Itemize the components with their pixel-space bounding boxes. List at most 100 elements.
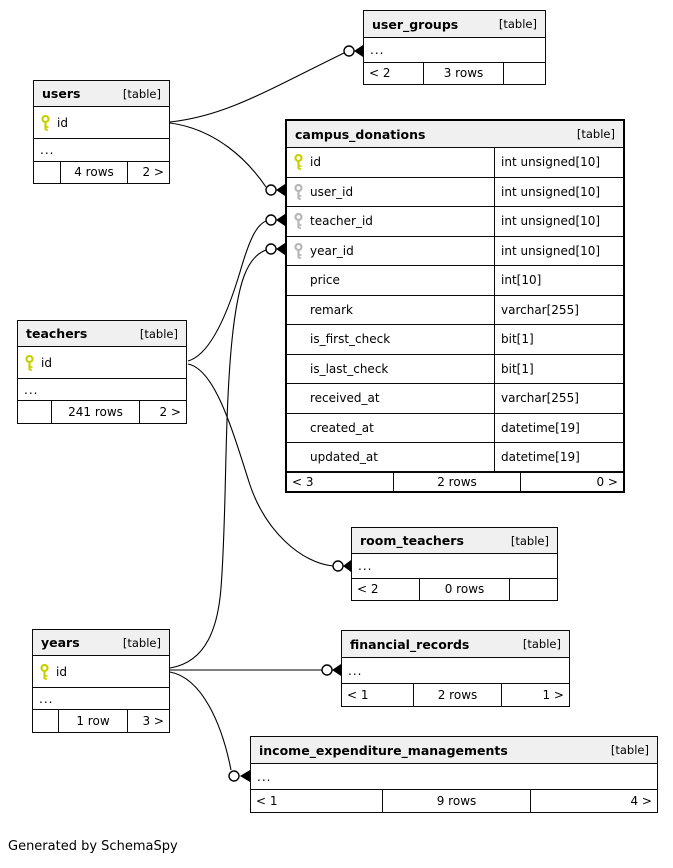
generator-footnote: Generated by SchemaSpy bbox=[8, 839, 178, 854]
table-financial-records-name[interactable]: financial_records bbox=[350, 636, 470, 652]
footer-rowcount: 241 rows bbox=[51, 400, 139, 423]
field-name: id bbox=[57, 115, 68, 130]
footer-parents bbox=[34, 162, 60, 183]
table-teachers[interactable]: teachers [table] id ... 241 rows 2 > bbox=[17, 320, 187, 424]
field-name: received_at bbox=[310, 391, 380, 406]
field-row-updated-at: updated_at datetime[19] bbox=[287, 443, 623, 473]
table-users-name[interactable]: users bbox=[42, 86, 81, 101]
footer-rowcount: 4 rows bbox=[60, 161, 127, 183]
field-row-remark: remark varchar[255] bbox=[287, 295, 623, 325]
collapsed-columns-row[interactable]: ... bbox=[251, 764, 657, 790]
field-type: datetime[19] bbox=[501, 450, 580, 465]
foreign-key-icon bbox=[294, 242, 303, 259]
table-years-footer: 1 row 3 > bbox=[33, 708, 169, 732]
footer-children: 0 > bbox=[520, 472, 623, 491]
primary-key-icon bbox=[294, 154, 303, 171]
table-room-teachers-footer: < 2 0 rows bbox=[352, 577, 557, 600]
field-name: is_first_check bbox=[310, 332, 391, 347]
table-room-teachers[interactable]: room_teachers [table] ... < 2 0 rows bbox=[351, 527, 558, 601]
table-type-tag: [table] bbox=[522, 637, 561, 651]
table-income-expenditure-name[interactable]: income_expenditure_managements bbox=[259, 742, 508, 758]
field-name: created_at bbox=[310, 420, 374, 435]
table-campus-donations[interactable]: campus_donations [table] id int unsigned… bbox=[285, 119, 625, 493]
footer-parents: < 3 bbox=[292, 474, 314, 489]
field-row-years-id: id bbox=[33, 656, 169, 688]
table-financial-records[interactable]: financial_records [table] ... < 1 2 rows… bbox=[341, 630, 570, 707]
collapsed-columns-row[interactable]: ... bbox=[34, 139, 169, 162]
field-row-price: price int[10] bbox=[287, 266, 623, 296]
edge-years-to-income-expenditure bbox=[169, 671, 250, 782]
table-users-footer: 4 rows 2 > bbox=[34, 160, 169, 183]
footer-parents: < 2 bbox=[357, 582, 379, 597]
table-user-groups[interactable]: user_groups [table] ... < 2 3 rows bbox=[363, 10, 546, 85]
footer-rowcount: 1 row bbox=[58, 709, 127, 732]
table-financial-records-footer: < 1 2 rows 1 > bbox=[342, 682, 569, 706]
edge-years-to-financial-records bbox=[170, 664, 341, 676]
edge-years-to-campus-donations-year-id bbox=[169, 243, 285, 669]
footer-children bbox=[503, 62, 545, 84]
field-type: int[10] bbox=[501, 273, 542, 288]
table-income-expenditure-managements[interactable]: income_expenditure_managements [table] .… bbox=[250, 736, 658, 813]
collapsed-columns-row[interactable]: ... bbox=[364, 38, 545, 63]
table-income-expenditure-footer: < 1 9 rows 4 > bbox=[251, 788, 657, 812]
footer-children: 3 > bbox=[127, 709, 169, 732]
table-years[interactable]: years [table] id ... 1 row 3 > bbox=[32, 629, 170, 733]
footer-parents: < 1 bbox=[347, 687, 369, 702]
field-name: year_id bbox=[310, 243, 354, 258]
table-type-tag: [table] bbox=[610, 743, 649, 757]
footer-rowcount: 9 rows bbox=[382, 789, 530, 812]
primary-key-icon bbox=[41, 114, 50, 131]
field-type: datetime[19] bbox=[501, 420, 580, 435]
field-row-teacher-id: teacher_id int unsigned[10] bbox=[287, 207, 623, 237]
foreign-key-icon bbox=[294, 213, 303, 230]
table-financial-records-header: financial_records [table] bbox=[342, 631, 569, 658]
field-row-year-id: year_id int unsigned[10] bbox=[287, 236, 623, 266]
foreign-key-icon bbox=[294, 183, 303, 200]
field-name: id bbox=[41, 355, 52, 370]
field-type: int unsigned[10] bbox=[501, 214, 601, 229]
footer-rowcount: 2 rows bbox=[413, 683, 501, 706]
table-income-expenditure-header: income_expenditure_managements [table] bbox=[251, 737, 657, 764]
field-row-is-first-check: is_first_check bit[1] bbox=[287, 325, 623, 355]
field-type: varchar[255] bbox=[501, 302, 579, 317]
table-type-tag: [table] bbox=[122, 86, 161, 101]
field-type: varchar[255] bbox=[501, 391, 579, 406]
table-campus-donations-name[interactable]: campus_donations bbox=[295, 126, 426, 142]
collapsed-columns-row[interactable]: ... bbox=[352, 554, 557, 579]
footer-rowcount: 2 rows bbox=[393, 472, 520, 491]
field-row-users-id: id bbox=[34, 107, 169, 139]
table-type-tag: [table] bbox=[122, 635, 161, 650]
footer-rowcount: 3 rows bbox=[423, 62, 503, 84]
collapsed-columns-row[interactable]: ... bbox=[342, 658, 569, 684]
footer-children: 2 > bbox=[127, 161, 169, 183]
field-name: user_id bbox=[310, 184, 354, 199]
field-row-user-id: user_id int unsigned[10] bbox=[287, 177, 623, 207]
footer-parents bbox=[33, 710, 58, 732]
table-teachers-footer: 241 rows 2 > bbox=[18, 399, 186, 423]
footer-children: 4 > bbox=[530, 789, 657, 812]
field-name: id bbox=[56, 664, 67, 679]
table-room-teachers-header: room_teachers [table] bbox=[352, 528, 557, 554]
collapsed-columns-row[interactable]: ... bbox=[18, 379, 186, 401]
footer-parents: < 2 bbox=[369, 66, 391, 81]
field-name: id bbox=[310, 155, 321, 170]
edge-users-to-campus-donations-user-id bbox=[169, 122, 285, 196]
table-years-name[interactable]: years bbox=[41, 635, 80, 650]
collapsed-columns-row[interactable]: ... bbox=[33, 688, 169, 710]
field-type: int unsigned[10] bbox=[501, 243, 601, 258]
primary-key-icon bbox=[25, 354, 34, 371]
footer-rowcount: 0 rows bbox=[419, 578, 509, 600]
table-type-tag: [table] bbox=[139, 326, 178, 341]
footer-children: 2 > bbox=[139, 400, 186, 423]
table-type-tag: [table] bbox=[498, 17, 537, 31]
table-user-groups-name[interactable]: user_groups bbox=[372, 16, 459, 32]
edge-users-to-user-groups bbox=[169, 45, 363, 123]
table-type-tag: [table] bbox=[510, 533, 549, 548]
table-room-teachers-name[interactable]: room_teachers bbox=[360, 533, 464, 548]
table-teachers-name[interactable]: teachers bbox=[26, 326, 88, 341]
table-years-header: years [table] bbox=[33, 630, 169, 656]
table-users[interactable]: users [table] id ... 4 rows 2 > bbox=[33, 80, 170, 184]
field-type: bit[1] bbox=[501, 332, 534, 347]
